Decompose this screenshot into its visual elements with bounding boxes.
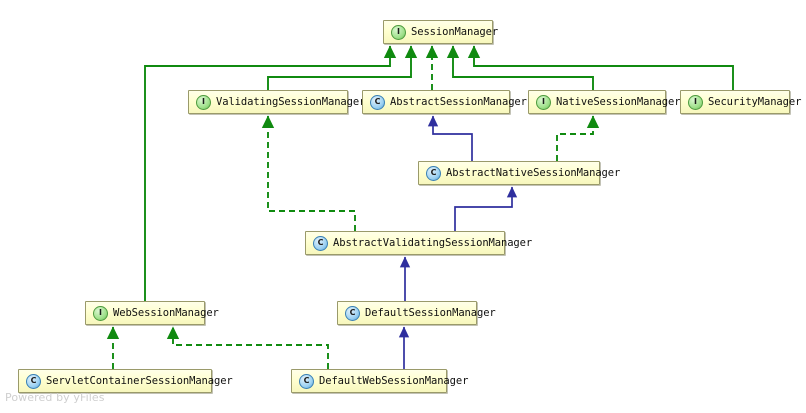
uml-node-label: ValidatingSessionManager [216,96,366,108]
uml-node-SessionManager[interactable]: I SessionManager [383,20,498,44]
uml-node-label: DefaultWebSessionManager [319,375,469,387]
uml-node-label: SessionManager [411,26,499,38]
uml-node-AbstractValidatingSessionManager[interactable]: C AbstractValidatingSessionManager [305,231,532,255]
class-badge-icon: C [313,235,328,251]
class-badge-icon: C [26,373,41,389]
class-badge-icon: C [370,94,385,110]
uml-node-label: NativeSessionManager [556,96,681,108]
interface-badge-icon: I [536,94,551,110]
interface-badge-icon: I [93,305,108,321]
uml-node-WebSessionManager[interactable]: I WebSessionManager [85,301,219,325]
uml-node-label: ServletContainerSessionManager [46,375,233,387]
uml-node-DefaultWebSessionManager[interactable]: C DefaultWebSessionManager [291,369,468,393]
edge-AbstractValidatingSessionManager-to-AbstractNativeSessionManager [454,186,518,231]
uml-node-label: AbstractSessionManager [390,96,527,108]
uml-node-ServletContainerSessionManager[interactable]: C ServletContainerSessionManager [18,369,233,393]
uml-node-label: SecurityManager [708,96,802,108]
uml-node-label: DefaultSessionManager [365,307,496,319]
edge-SecurityManager-to-SessionManager [467,45,734,90]
edge-AbstractValidatingSessionManager-to-ValidatingSessionManager [261,115,356,231]
uml-node-SecurityManager[interactable]: I SecurityManager [680,90,801,114]
uml-node-ValidatingSessionManager[interactable]: I ValidatingSessionManager [188,90,365,114]
uml-node-NativeSessionManager[interactable]: I NativeSessionManager [528,90,681,114]
uml-node-label: WebSessionManager [113,307,219,319]
edge-NativeSessionManager-to-SessionManager [446,45,594,90]
edge-DefaultWebSessionManager-to-WebSessionManager [166,326,329,369]
edge-WebSessionManager-to-SessionManager [144,45,397,301]
uml-node-AbstractNativeSessionManager[interactable]: C AbstractNativeSessionManager [418,161,620,185]
edge-ValidatingSessionManager-to-SessionManager [267,45,418,90]
uml-node-DefaultSessionManager[interactable]: C DefaultSessionManager [337,301,496,325]
watermark-powered-by: Powered by yFiles [5,391,105,404]
class-badge-icon: C [299,373,314,389]
interface-badge-icon: I [391,24,406,40]
edge-AbstractNativeSessionManager-to-NativeSessionManager [556,115,600,161]
uml-node-AbstractSessionManager[interactable]: C AbstractSessionManager [362,90,527,114]
edges [106,45,734,369]
class-badge-icon: C [426,165,441,181]
uml-node-label: AbstractValidatingSessionManager [333,237,533,249]
uml-node-label: AbstractNativeSessionManager [446,167,621,179]
interface-badge-icon: I [196,94,211,110]
edge-AbstractNativeSessionManager-to-AbstractSessionManager [427,115,473,161]
interface-badge-icon: I [688,94,703,110]
class-badge-icon: C [345,305,360,321]
